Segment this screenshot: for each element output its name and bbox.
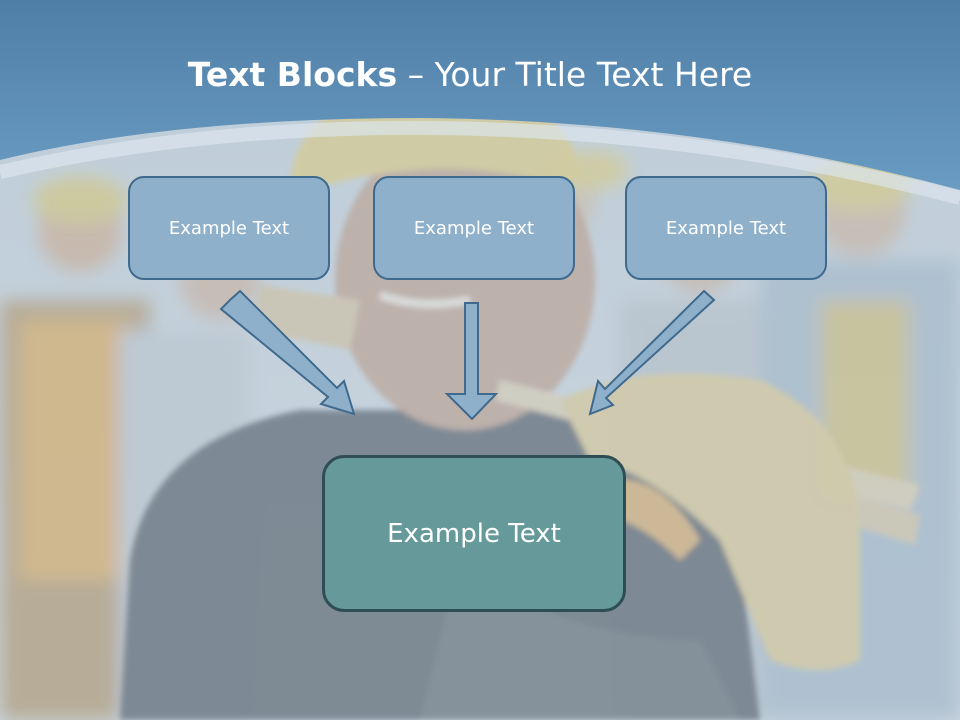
target-text-block-label: Example Text <box>387 518 561 549</box>
target-text-block[interactable]: Example Text <box>322 455 626 612</box>
title-rest: Your Title Text Here <box>434 55 753 94</box>
title-separator: – <box>397 55 435 94</box>
text-block-1[interactable]: Example Text <box>128 176 330 280</box>
arrow-center <box>444 302 499 421</box>
text-block-3[interactable]: Example Text <box>625 176 827 280</box>
title-bold: Text Blocks <box>187 55 398 94</box>
arrow-right <box>588 289 716 416</box>
text-block-1-label: Example Text <box>168 217 290 239</box>
text-block-2-label: Example Text <box>413 217 535 239</box>
text-block-2[interactable]: Example Text <box>373 176 575 280</box>
text-block-3-label: Example Text <box>665 217 787 239</box>
arrow-left <box>219 289 356 416</box>
slide-title: Text Blocks – Your Title Text Here <box>0 52 960 98</box>
